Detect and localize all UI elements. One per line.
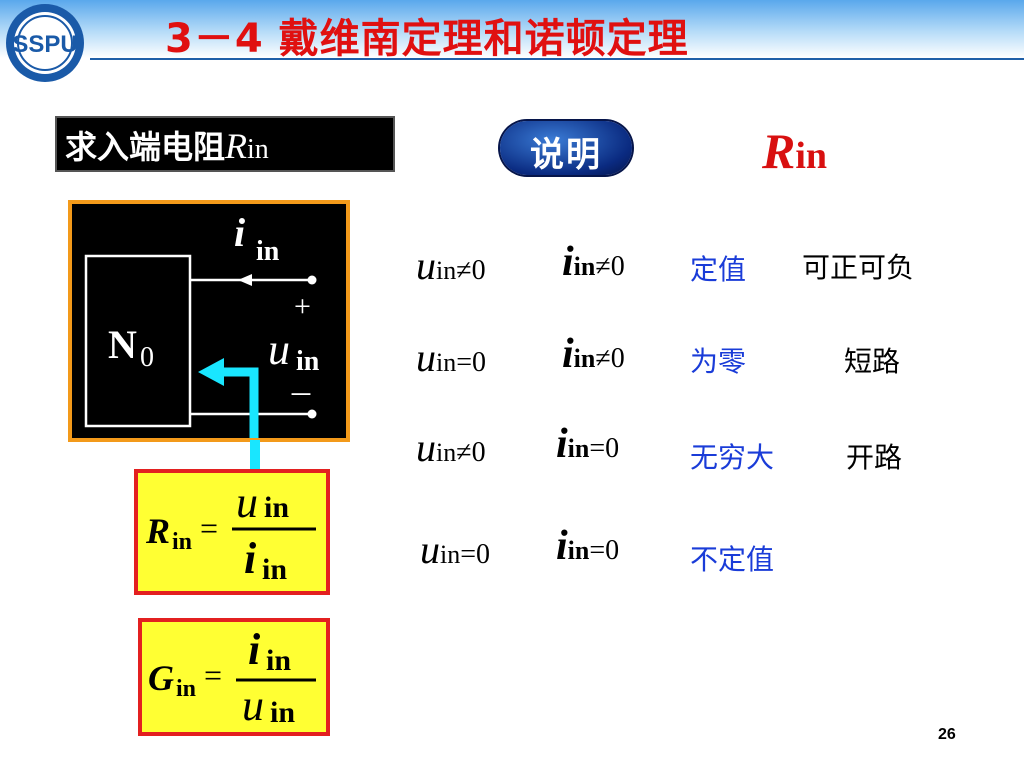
formula-r-eq: = (200, 510, 218, 546)
circuit-diagram: N 0 i in + u in － (68, 200, 350, 442)
row-3-black-label: 开路 (846, 441, 903, 474)
row-2-blue-label: 为零 (690, 345, 747, 378)
formula-g-lhs-sub: in (176, 676, 196, 702)
explanation-pill: 说明 (500, 121, 632, 175)
formula-r-den: i (244, 534, 257, 583)
cyan-arrow (222, 367, 259, 438)
rin-label-text: 求入端电阻Rin (65, 126, 269, 166)
voltage-var: u (268, 325, 290, 374)
cyan-arrowhead-icon (198, 358, 224, 386)
formula-r-num: u (236, 478, 258, 527)
voltage-subscript: in (296, 346, 320, 377)
formula-r-lhs-sub: in (172, 529, 192, 555)
formula-r-lhs: R (145, 511, 170, 551)
current-var: i (234, 210, 245, 255)
terminal-bottom (307, 409, 317, 419)
formula-r-den-sub: in (262, 553, 287, 586)
network-block (84, 254, 192, 428)
cyan-arrow-stem (250, 440, 260, 470)
network-label: N (108, 322, 137, 367)
row-1-black-label: 可正可负 (802, 251, 915, 284)
network-subscript: 0 (140, 342, 154, 373)
row-3-i: iin=0 (556, 421, 620, 467)
row-1-u: uin≠0 (416, 243, 486, 288)
formula-g-lhs: G (148, 658, 174, 698)
formula-g-num: i (248, 625, 261, 674)
formula-r-num-sub: in (264, 491, 289, 524)
conductance-formula-box: G in = i in u in (138, 618, 330, 736)
row-2-black-label: 短路 (844, 345, 901, 378)
formula-g-den: u (242, 681, 264, 730)
row-1-i: iin≠0 (562, 239, 625, 285)
row-4-i: iin=0 (556, 523, 620, 569)
page-title: 3－4 戴维南定理和诺顿定理 (165, 16, 689, 62)
formula-g-num-sub: in (266, 644, 291, 677)
formula-g-den-sub: in (270, 696, 295, 729)
page-number: 26 (938, 726, 956, 743)
row-3-u: uin≠0 (416, 425, 486, 470)
formula-g-eq: = (204, 657, 222, 693)
rin-label-box: 求入端电阻Rin (55, 116, 395, 172)
row-4-blue-label: 不定值 (690, 543, 775, 576)
minus-sign: － (288, 381, 314, 411)
row-2-u: uin=0 (416, 335, 487, 380)
header-bar (0, 0, 1024, 58)
rin-symbol: Rin (762, 123, 828, 179)
resistance-formula-box: R in = u in i in (134, 469, 330, 595)
row-3-blue-label: 无穷大 (690, 441, 775, 474)
row-2-i: iin≠0 (562, 331, 625, 377)
header-divider (90, 58, 1024, 60)
plus-sign: + (294, 290, 311, 323)
university-logo-icon: SSPU (6, 4, 84, 82)
current-subscript: in (256, 236, 280, 267)
row-1-blue-label: 定值 (690, 253, 747, 286)
row-4-u: uin=0 (420, 527, 491, 572)
logo-text: SSPU (12, 31, 77, 58)
terminal-top (307, 275, 317, 285)
current-arrow-icon (238, 274, 252, 286)
explanation-pill-label: 说明 (530, 135, 602, 175)
